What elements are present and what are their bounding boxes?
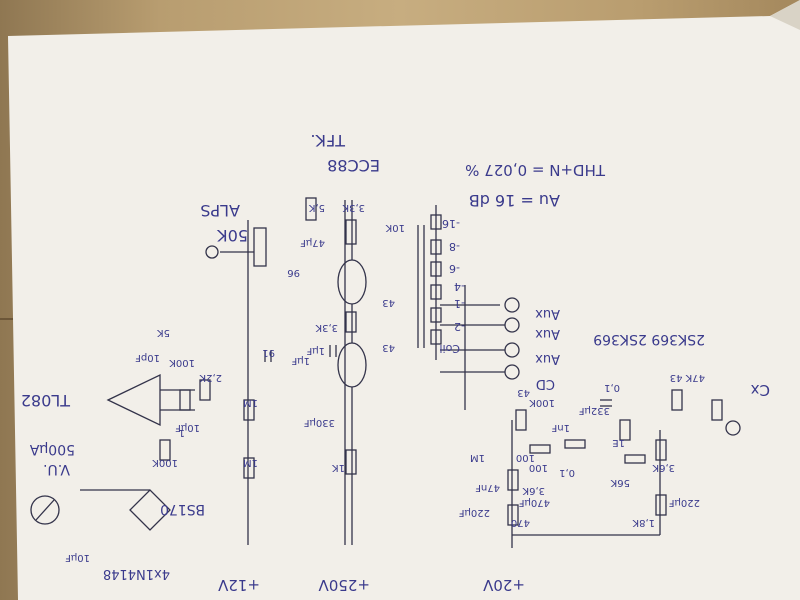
fet-label: BS170 bbox=[160, 501, 205, 517]
label-c-100: 100 bbox=[516, 452, 535, 463]
selector-4: -4 bbox=[454, 280, 465, 293]
supply-250v: +250V bbox=[318, 576, 370, 594]
transistor-label: 2SK369 2SK369 bbox=[593, 331, 705, 347]
label-c-1nf: 1nF bbox=[551, 422, 570, 433]
label-r-47k: 47K 43 bbox=[670, 372, 705, 383]
label-r-1k: 1K bbox=[332, 462, 345, 473]
gain-label: Au = 16 dB bbox=[469, 191, 560, 210]
paper-shadow bbox=[770, 0, 800, 30]
selector-labels: -1 -2 -4 -6 -8 -16 Coil bbox=[439, 217, 465, 355]
meter-current-label: 500µA bbox=[29, 441, 75, 457]
label-r-3k3: 3,3K bbox=[342, 202, 365, 213]
selector-1: -1 bbox=[454, 297, 465, 310]
selector-16: -16 bbox=[442, 217, 460, 230]
label-c-01b: 0,1 bbox=[559, 467, 575, 478]
component-value-labels: 3,3K 5,K 3,3K 1K 1M 1M 100K 100K 2,2K 43… bbox=[65, 202, 705, 563]
selector-2: -2 bbox=[454, 320, 465, 333]
label-r-100k-b: 100K bbox=[152, 457, 178, 468]
thd-label: THD+N = 0,027 % bbox=[465, 161, 606, 179]
supply-12v: +12V bbox=[217, 576, 260, 594]
input-cd: CD bbox=[536, 376, 555, 391]
selector-coil: Coil bbox=[439, 342, 460, 355]
label-r-1m-c: 1M bbox=[470, 452, 485, 463]
label-r-56k: 56K bbox=[610, 477, 630, 488]
label-r-100: 100 bbox=[529, 462, 548, 473]
label-c-10ufb: 10µF bbox=[65, 552, 90, 563]
label-c-01: 0,1 bbox=[604, 382, 620, 393]
label-c-470uf: 470µF bbox=[519, 497, 550, 508]
pot-brand-label: ALPS bbox=[200, 201, 240, 220]
label-r-3k6: 3,6K bbox=[652, 462, 675, 473]
author-label: TFK. bbox=[310, 131, 346, 150]
label-r-100k-c: 100K bbox=[529, 397, 555, 408]
label-c-10uf: 10µF bbox=[175, 422, 200, 433]
label-c-220ufb: 220µF bbox=[669, 497, 700, 508]
label-r-43c: 43 bbox=[382, 297, 395, 308]
annotations: ECC88 TFK. THD+N = 0,027 % Au = 16 dB 50… bbox=[21, 131, 770, 594]
opamp-label: TL082 bbox=[21, 391, 71, 410]
input-aux-1: Aux bbox=[535, 351, 560, 366]
diode-label: 4x1N4148 bbox=[103, 566, 170, 581]
label-c-1uf: 1µF bbox=[291, 355, 310, 366]
label-c-1: 1 bbox=[179, 427, 185, 438]
label-r-100k: 100K bbox=[169, 357, 195, 368]
input-aux-3: Aux bbox=[535, 306, 560, 321]
label-c-47nf: 47nF bbox=[475, 482, 500, 493]
label-r-43: 43 bbox=[382, 342, 395, 353]
label-c-330uf: 330µF bbox=[304, 417, 335, 428]
input-aux-2: Aux bbox=[535, 326, 560, 341]
label-r-5k: 5,K bbox=[308, 202, 325, 213]
label-r-43b: 43 bbox=[517, 387, 530, 398]
label-r-2k2: 2,2K bbox=[199, 372, 222, 383]
label-c-1e: 1E bbox=[612, 437, 625, 448]
vu-label: V.U. bbox=[43, 461, 70, 477]
label-c-332: 332µF bbox=[579, 405, 610, 416]
label-r-10k: 10K bbox=[385, 222, 405, 233]
label-c-91: 91 bbox=[262, 347, 275, 358]
label-c-220uf: 220µF bbox=[459, 507, 490, 518]
selector-6: -6 bbox=[449, 262, 460, 275]
pot-value-label: 50K bbox=[217, 226, 248, 245]
label-c-10pf: 10pF bbox=[135, 352, 160, 363]
label-r-470: 470 bbox=[511, 517, 530, 528]
label-r-5k-trim: 5K bbox=[157, 327, 170, 338]
paper bbox=[8, 0, 800, 600]
label-r-1k8: 1,8K bbox=[632, 517, 655, 528]
selector-8: -8 bbox=[449, 240, 460, 253]
wiring bbox=[30, 197, 741, 548]
label-r-1m-b: 1M bbox=[243, 457, 258, 468]
supply-20v: +20V bbox=[482, 576, 525, 594]
tube-label: ECC88 bbox=[327, 156, 380, 175]
label-r-3k3b: 3,3K bbox=[315, 322, 338, 333]
label-r-1m-a: 1M bbox=[243, 397, 258, 408]
label-c-96: 96 bbox=[287, 267, 300, 278]
label-c-47uf: 47µF bbox=[300, 237, 325, 248]
label-c-1ufb: 1µF bbox=[306, 345, 325, 356]
label-r-3k6b: 3,6K bbox=[522, 485, 545, 496]
cx-label: Cx bbox=[751, 381, 770, 399]
